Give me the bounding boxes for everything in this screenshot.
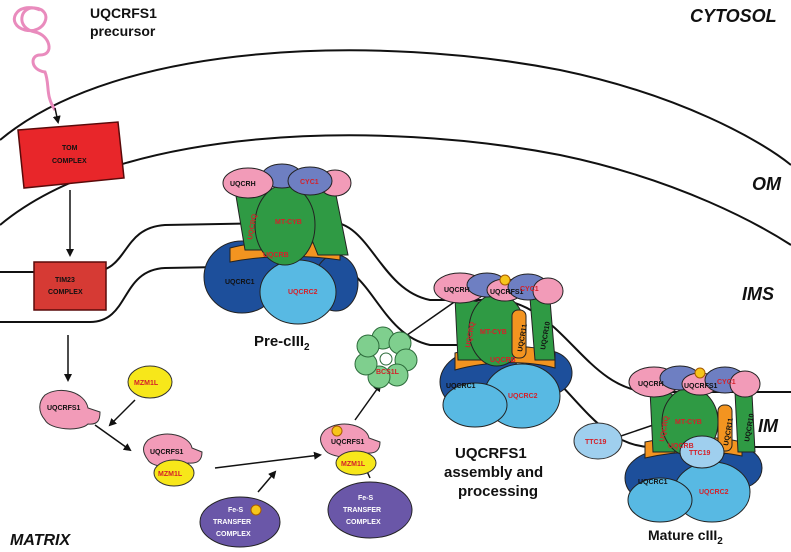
fes-left-label-1: Fe-S <box>228 507 244 514</box>
fes-cluster-mature-icon <box>694 367 706 379</box>
outer-membrane-top <box>0 49 791 166</box>
fes-left-label-2: TRANSFER <box>213 519 251 526</box>
label-cytosol: CYTOSOL <box>690 6 777 26</box>
arrow-to-fes-loading <box>214 451 322 469</box>
mature-complex <box>624 365 763 523</box>
fes-cluster-mid-icon <box>331 425 343 437</box>
tom-label-1: TOM <box>62 145 78 152</box>
arrow-to-mzm1l-complex <box>94 424 132 452</box>
uqcrfs1-matrix-label: UQCRFS1 <box>47 405 81 412</box>
label-im: IM <box>758 416 779 436</box>
pre-uqcrc2: UQCRC2 <box>288 289 318 296</box>
mat-uqcrq: UQCRQ <box>659 415 671 442</box>
mid-uqcr10: UQCR10 <box>540 321 552 350</box>
mid-uqcrb: UQCRB <box>490 357 516 364</box>
fes-right-label-2: TRANSFER <box>343 507 381 514</box>
pre-complex <box>203 163 359 325</box>
uqcrfs1-fes-mzm1l <box>335 450 377 476</box>
mat-uqcr11: UQCR11 <box>723 417 735 446</box>
middle-complex <box>433 272 573 429</box>
arrow-to-bcs1l <box>354 383 382 421</box>
mid-uqcr11: UQCR11 <box>517 323 529 352</box>
pre-uqcrh: UQCRH <box>230 181 256 188</box>
fes-right-label-1: Fe-S <box>358 495 374 502</box>
mid-uqcrc2: UQCRC2 <box>508 393 538 400</box>
pre-uqcrq: UQCRQ <box>247 213 259 240</box>
mat-cyc1: CYC1 <box>717 379 736 386</box>
mature-complex-title: Mature cIII2 <box>648 527 723 547</box>
bcs1l-label: BCS1L <box>376 369 400 376</box>
pre-complex-title: Pre-cIII2 <box>254 333 310 353</box>
arrow-mzm1l-in <box>108 399 136 427</box>
bcs1l-ring <box>354 326 418 389</box>
mat-uqcrfs1: UQCRFS1 <box>684 383 718 390</box>
fes-cluster-middle-icon <box>499 274 511 286</box>
tom-complex <box>17 121 125 189</box>
precursor-label-1: UQCRFS1 <box>90 5 157 21</box>
fes-left-label-3: COMPLEX <box>216 531 251 538</box>
inner-membrane-top <box>0 220 791 393</box>
pre-mt-cyb: MT-CYB <box>275 219 302 226</box>
pre-uqcrb: UQCRB <box>263 252 289 259</box>
mzm1l-free-label: MZM1L <box>134 380 159 387</box>
pre-cyc1: CYC1 <box>300 179 319 186</box>
mat-uqcrb: UQCRB <box>668 443 694 450</box>
inner-membrane-bottom <box>0 263 791 448</box>
mid-uqcrc1: UQCRC1 <box>446 383 476 390</box>
tim23-complex <box>33 261 107 311</box>
uqcrfs1-matrix <box>39 390 101 430</box>
arrow-fes-left-up <box>257 470 277 493</box>
mid-mt-cyb: MT-CYB <box>480 329 507 336</box>
uqcrfs1-mzm1l-uqcrfs1-label: UQCRFS1 <box>150 449 184 456</box>
mat-uqcrc1: UQCRC1 <box>638 479 668 486</box>
assembly-label-3: processing <box>458 483 538 500</box>
uqcrfs1-fes-uqcrfs1-label: UQCRFS1 <box>331 439 365 446</box>
mat-uqcrh: UQCRH <box>638 381 664 388</box>
assembly-label-1: UQCRFS1 <box>455 445 527 462</box>
fes-cluster-left-icon <box>250 504 262 516</box>
uqcrfs1-mzm1l-mzm1l <box>153 459 195 487</box>
mat-mt-cyb: MT-CYB <box>675 419 702 426</box>
mat-uqcr10: UQCR10 <box>744 413 756 442</box>
label-om: OM <box>752 174 782 194</box>
mid-uqcrfs1: UQCRFS1 <box>490 289 524 296</box>
label-matrix: MATRIX <box>10 532 71 549</box>
mid-uqcrh: UQCRH <box>444 287 470 294</box>
mid-uqcrq: UQCRQ <box>465 321 477 348</box>
tom-label-2: COMPLEX <box>52 158 87 165</box>
uqcrfs1-precursor-squiggle <box>12 6 57 111</box>
label-ims: IMS <box>742 284 774 304</box>
fes-right-label-3: COMPLEX <box>346 519 381 526</box>
arrow-precursor-to-tom <box>52 107 61 124</box>
ttc19-free <box>573 422 623 460</box>
mzm1l-free <box>127 365 173 399</box>
assembly-label-2: assembly and <box>444 464 543 481</box>
mid-cyc1: CYC1 <box>520 286 539 293</box>
fes-transfer-right <box>327 481 413 539</box>
precursor-label-2: precursor <box>90 23 156 39</box>
ttc19-free-label: TTC19 <box>585 439 607 446</box>
pre-uqcrc1: UQCRC1 <box>225 279 255 286</box>
arrow-bcs1l-to-complex <box>399 296 462 341</box>
tim23-label-2: COMPLEX <box>48 289 83 296</box>
uqcrfs1-mzm1l-uqcrfs1 <box>143 433 203 468</box>
tim23-label-1: TIM23 <box>55 277 75 284</box>
uqcrfs1-fes-mzm1l-label: MZM1L <box>341 461 366 468</box>
mat-ttc19: TTC19 <box>689 450 711 457</box>
mat-uqcrc2: UQCRC2 <box>699 489 729 496</box>
uqcrfs1-mzm1l-mzm1l-label: MZM1L <box>158 471 183 478</box>
